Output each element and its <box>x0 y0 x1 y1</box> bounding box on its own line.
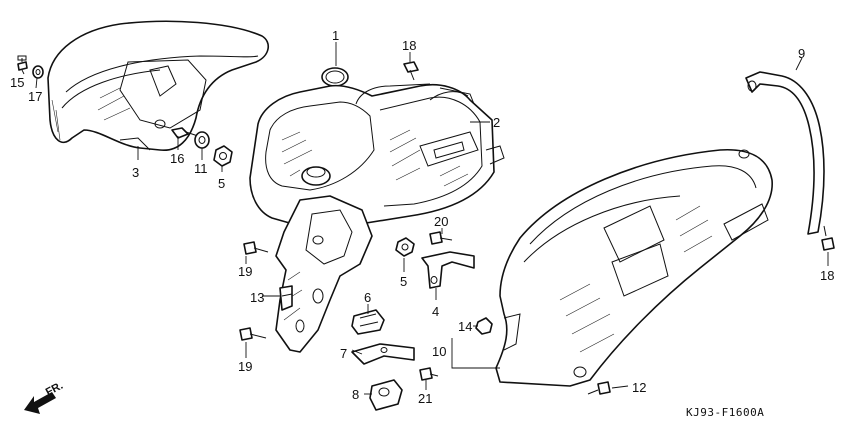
o-ring-1 <box>321 67 349 87</box>
bolt-18-lower <box>821 225 835 251</box>
label-15: 15 <box>10 75 24 90</box>
label-6: 6 <box>364 290 371 305</box>
bolt-12 <box>587 381 611 395</box>
bolt-19-upper <box>243 241 269 255</box>
label-10: 10 <box>432 344 446 359</box>
front-direction-arrow: FR. <box>24 380 65 414</box>
label-7: 7 <box>340 346 347 361</box>
label-13: 13 <box>250 290 264 305</box>
label-2: 2 <box>493 115 500 130</box>
bolt-20 <box>429 231 453 245</box>
stay-bracket-4 <box>421 251 475 289</box>
label-9: 9 <box>798 46 805 61</box>
label-5-upper: 5 <box>218 176 225 191</box>
label-17: 17 <box>28 89 42 104</box>
label-20: 20 <box>434 214 448 229</box>
label-18-lower: 18 <box>820 268 834 283</box>
label-12: 12 <box>632 380 646 395</box>
label-8: 8 <box>352 387 359 402</box>
label-14: 14 <box>458 319 472 334</box>
fender-stay-9 <box>745 71 825 235</box>
label-21: 21 <box>418 391 432 406</box>
nut-5-upper <box>213 145 233 167</box>
bolt-21 <box>419 367 439 381</box>
screw-15 <box>17 55 28 71</box>
label-18-upper: 18 <box>402 38 416 53</box>
cushion-8 <box>369 379 403 411</box>
clip-6 <box>351 309 385 335</box>
leader-lines <box>21 42 829 395</box>
front-label: FR. <box>44 380 65 399</box>
part-labels: 1 2 3 4 5 5 6 7 8 9 10 11 12 13 14 15 16… <box>10 28 834 406</box>
label-11: 11 <box>194 161 208 176</box>
air-cleaner-case-part <box>249 83 505 229</box>
bolt-16 <box>171 127 199 139</box>
nut-14 <box>475 317 493 335</box>
bolt-19-lower <box>239 327 267 341</box>
bracket-7 <box>351 343 415 365</box>
side-cover-part <box>47 20 269 151</box>
label-3: 3 <box>132 165 139 180</box>
label-4: 4 <box>432 304 439 319</box>
nut-5-middle <box>395 237 415 257</box>
diagram-code: KJ93-F1600A <box>686 406 764 419</box>
label-19-lower: 19 <box>238 359 252 374</box>
bolt-18-upper <box>403 61 419 81</box>
grommet-13 <box>279 285 293 311</box>
label-1: 1 <box>332 28 339 43</box>
washer-17 <box>32 65 44 79</box>
rear-fender-part <box>495 148 773 387</box>
label-5-middle: 5 <box>400 274 407 289</box>
label-19-upper: 19 <box>238 264 252 279</box>
label-16: 16 <box>170 151 184 166</box>
collar-11 <box>194 131 210 149</box>
